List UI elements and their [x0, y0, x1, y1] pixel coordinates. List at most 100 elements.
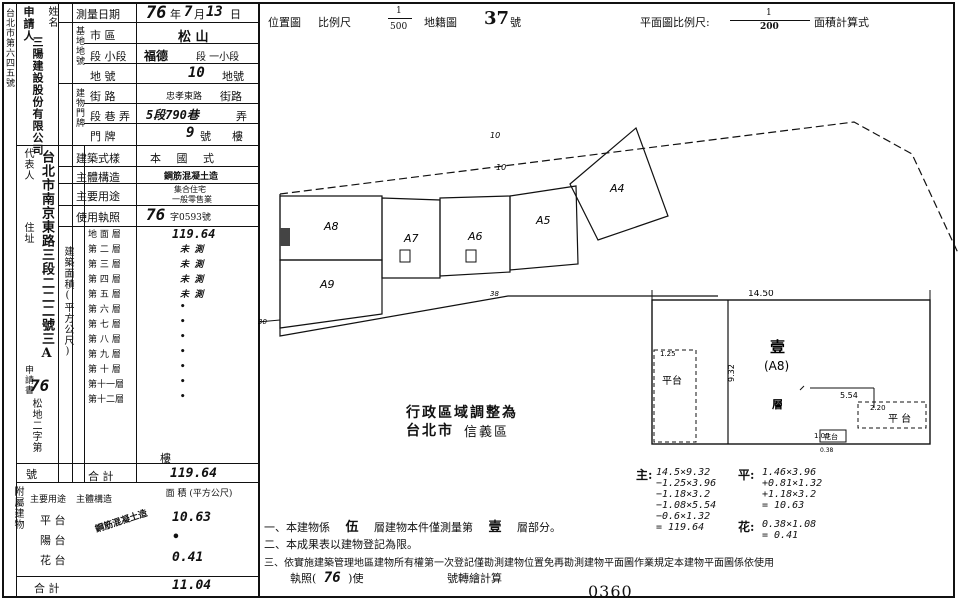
location-map-labels: A8 A7 A6 A5 A4 A9 10 10 38 30: [258, 131, 625, 326]
main-use-value-1: 集合住宅: [174, 185, 206, 194]
floor-row-name: 第 三 層: [88, 260, 121, 270]
note-3b-year: 76: [323, 570, 341, 586]
survey-month: 7: [184, 4, 193, 20]
annex-total-label: 合 計: [34, 582, 60, 595]
grid-line: [84, 123, 258, 124]
grid-line: [72, 2, 73, 482]
floor-mark-suffix: 層: [772, 398, 783, 411]
door-number-label: 門 牌: [90, 130, 116, 143]
grid-line: [16, 482, 258, 483]
floor-area-total-value: 119.64: [170, 466, 217, 481]
calc-line: −0.6×1.32: [656, 511, 711, 522]
plan-dimension: 1.00: [814, 432, 830, 440]
lane-suffix: 弄: [236, 110, 247, 123]
floor-area-label: 建築面積(平方公尺): [62, 246, 73, 358]
calc-line: −1.18×3.2: [656, 489, 711, 500]
floor-row-value: •: [180, 302, 186, 312]
calc-line: 14.5×9.32: [656, 467, 711, 478]
floor-row-name: 第 四 層: [88, 275, 121, 285]
grid-line: [58, 2, 59, 482]
annex-row-name: 花 台: [40, 554, 66, 567]
annex-row-value: 0.41: [172, 550, 204, 565]
note-1-e: 層部分。: [517, 521, 562, 534]
unit-label-a6: A6: [467, 230, 483, 243]
map-dimension: 30: [258, 318, 267, 326]
application-number-label: 號: [26, 468, 37, 481]
floor-label: 樓: [160, 452, 171, 465]
applicant-address-value: 台北市南京東路三段二二二號三A: [39, 150, 54, 362]
floor-row-value: •: [180, 392, 186, 402]
calc-line: 1.46×3.96: [762, 467, 817, 478]
grid-line: [58, 226, 258, 227]
grid-line: [84, 63, 258, 64]
grid-line: [58, 22, 258, 23]
note-3b-c: )使: [348, 572, 364, 585]
note-1-c: 層建物本件僅測量第: [374, 521, 474, 534]
section-value: 福德: [144, 49, 169, 63]
city-district-label: 市 區: [90, 29, 116, 42]
plan-scale-line: [730, 20, 810, 21]
calc-line: = 10.63: [762, 500, 805, 511]
floor-row-value: •: [180, 317, 186, 327]
plan-dimension: 0.38: [820, 447, 834, 454]
note-1-floors: 伍: [345, 520, 359, 535]
calc-line: = 0.41: [762, 530, 799, 541]
unit-label-a4: A4: [609, 182, 625, 195]
door-number-value: 9: [186, 125, 195, 141]
margin-stamp: 台北市第六四五號: [4, 8, 14, 88]
floor-row-name: 第 七 層: [88, 320, 121, 330]
unit-label-a9: A9: [319, 278, 335, 291]
grid-line: [58, 205, 258, 206]
grid-line: [84, 145, 85, 482]
unit-label-a8: A8: [323, 220, 339, 233]
lane-value: 5段790巷: [146, 108, 199, 122]
annex-use-label: 主要用途: [30, 495, 67, 505]
map-dimension: 10: [490, 131, 500, 140]
building-address-label: 建物門牌: [74, 88, 84, 128]
platform-label: 平台: [662, 374, 682, 387]
grid-line: [16, 463, 258, 464]
platform-label-2: 平 台: [888, 412, 911, 425]
license-label: 使用執照: [76, 211, 120, 224]
note-1: 一、本建物係 伍 層建物本件僅測量第 壹 層部分。: [264, 516, 561, 535]
annex-total-value: 11.04: [172, 578, 212, 593]
section-label: 段 小段: [90, 50, 127, 63]
city-district-value: 松 山: [178, 30, 209, 45]
note-1-a: 一、本建物係: [264, 521, 330, 534]
note-3: 三、依實施建築管理地區建物所有權第一次登記僅勘測建物位置免再勘測建物平面圖作業規…: [264, 558, 774, 569]
survey-year: 76: [146, 3, 167, 23]
calc-line: −1.08×5.54: [656, 500, 717, 511]
applicant-label: 申請人: [22, 6, 35, 42]
grid-line: [16, 2, 17, 598]
applicant-name-value: 三陽建設股份有限公司: [31, 36, 44, 156]
cadastral-sheet-suffix: 號: [510, 16, 521, 29]
annex-area-label: 面 積 (平方公尺): [165, 489, 233, 499]
grid-line: [58, 183, 258, 184]
plan-scale-label: 平面圖比例尺:: [640, 16, 710, 29]
unit-outline: [509, 185, 579, 271]
stair-mark: [465, 249, 477, 263]
plan-dimension: 1.25: [660, 350, 676, 358]
lane-label: 段 巷 弄: [90, 110, 130, 123]
calc-line: 0.38×1.08: [762, 519, 817, 530]
survey-day: 13: [206, 4, 223, 20]
style-value: 本 國 式: [150, 152, 220, 165]
area-calc-label: 面積計算式: [814, 16, 869, 29]
main-structure-label: 主體構造: [76, 171, 120, 184]
main-use-value-2: 一般零售業: [172, 195, 212, 204]
note-3b-d: 號轉繪計算: [446, 572, 502, 585]
note-1-floor: 壹: [488, 520, 502, 535]
annex-label: 附屬建物: [12, 486, 23, 530]
floor-row-value: 未 測: [180, 275, 204, 285]
floor-row-value: •: [180, 332, 186, 342]
grid-line: [58, 83, 258, 84]
floor-row-value: 未 測: [180, 245, 204, 255]
grid-line: [84, 103, 258, 104]
calc-line: = 119.64: [656, 522, 705, 533]
unit-outline: [381, 197, 441, 279]
base-location-label: 基地地號: [74, 26, 84, 66]
floor-suffix: 樓: [232, 130, 243, 143]
application-year: 76: [30, 376, 50, 395]
plan-dimension: 14.50: [748, 290, 774, 299]
